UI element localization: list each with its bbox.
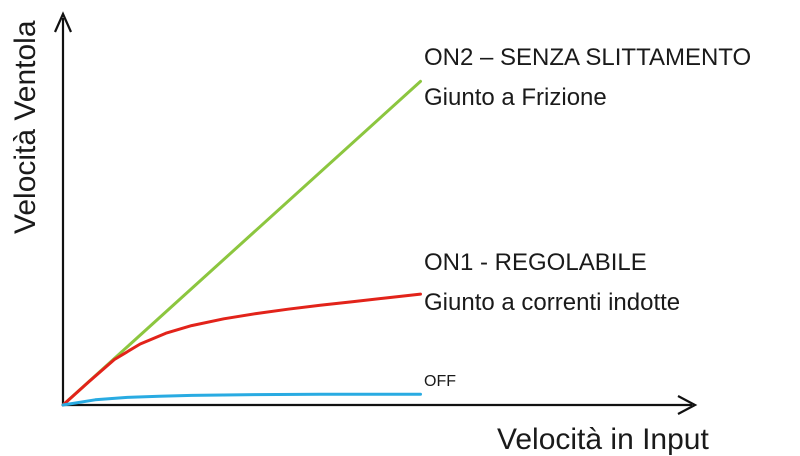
series-label-on2-line-2: Giunto a Frizione [424, 84, 607, 111]
series-label-on1-line-2: Giunto a correnti indotte [424, 289, 680, 316]
series-line-on2 [61, 79, 422, 407]
series-label-off-line-1: OFF [424, 373, 456, 390]
y-axis-title: Velocità Ventola [9, 20, 42, 234]
series-labels: ON2 – SENZA SLITTAMENTO Giunto a Frizione… [424, 44, 751, 390]
axes [53, 11, 698, 415]
y-axis-arrowhead [53, 11, 73, 33]
x-axis-title: Velocità in Input [497, 423, 709, 456]
series-label-on1-line-1: ON1 - REGOLABILE [424, 249, 647, 276]
series-line-off [61, 392, 422, 407]
series-line-on1 [61, 292, 422, 407]
series-layer [61, 79, 422, 407]
series-label-on2-line-1: ON2 – SENZA SLITTAMENTO [424, 44, 751, 71]
x-axis-arrowhead [677, 395, 698, 415]
